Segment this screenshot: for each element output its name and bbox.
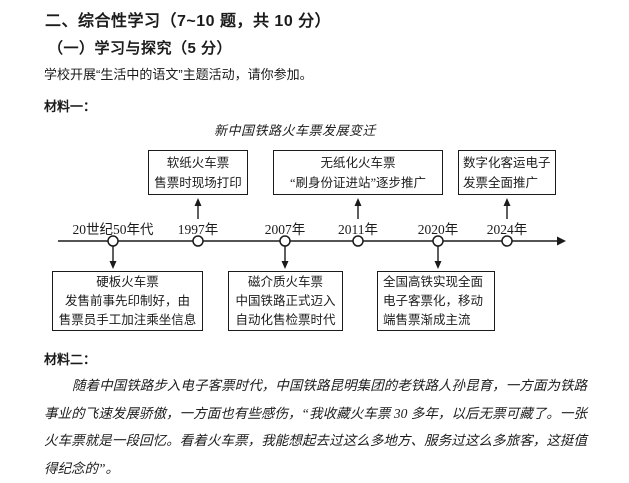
event-box-line: 自动化售检票时代 [235,312,336,327]
timeline-node-circle [432,235,444,247]
down-arrow-1950s-icon [109,246,117,269]
event-box-line: 全国高铁实现全面 [383,274,484,289]
down-arrow-2007-icon [281,246,289,269]
material-2-label: 材料二： [44,352,97,367]
year-label-2007: 2007年 [264,222,306,237]
material-1-label: 材料一： [44,99,97,114]
event-box-line: “刷身份证进站”逐步推广 [289,175,427,190]
event-box-line: 硬板火车票 [96,274,159,289]
timeline-node-circle [501,235,513,247]
timeline-axis-arrowhead-icon [557,236,566,246]
section-title: 二、综合性学习（7~10 题，共 10 分） [45,13,332,30]
timeline-node-circle [192,235,204,247]
year-label-1997: 1997年 [177,222,219,237]
timeline-graphic [58,198,566,269]
timeline-node-circle [352,235,364,247]
timeline-node-circle [107,235,119,247]
intro-text: 学校开展“生活中的语文”主题活动，请你参加。 [44,67,313,82]
event-box-line: 软纸火车票 [166,155,230,170]
down-arrow-2020-icon [434,246,442,269]
event-box-line: 端售票渐成主流 [383,312,471,327]
event-box-line: 无纸化火车票 [320,155,396,170]
event-box-hard-board-ticket: 硬板火车票 发售前事先印制好，由 售票员手工加注乘坐信息 [52,271,203,331]
up-arrow-2011-icon [354,198,362,219]
event-box-line: 售票时现场打印 [154,175,242,190]
timeline-diagram: 新中国铁路火车票发展变迁 [0,118,629,348]
year-label-1950s: 20世纪50年代 [72,222,154,237]
event-box-national-e-ticket: 全国高铁实现全面 电子客票化，移动 端售票渐成主流 [377,271,495,331]
event-box-line: 售票员手工加注乘坐信息 [58,312,197,327]
event-box-line: 磁介质火车票 [247,274,323,289]
event-box-line: 发售前事先印制好，由 [64,293,190,308]
year-label-2020: 2020年 [417,222,459,237]
event-box-soft-paper-ticket: 软纸火车票 售票时现场打印 [148,150,248,195]
event-box-digital-invoice: 数字化客运电子 发票全面推广 [458,150,556,195]
up-arrow-2024-icon [503,198,511,219]
timeline-node-circle [279,235,291,247]
year-label-2011: 2011年 [338,222,378,237]
diagram-title: 新中国铁路火车票发展变迁 [213,123,376,138]
event-box-line: 发票全面推广 [463,175,539,190]
material-2-paragraph: 随着中国铁路步入电子客票时代，中国铁路昆明集团的老铁路人孙昆育，一方面为铁路事业… [44,378,587,476]
year-label-2024: 2024年 [486,222,528,237]
event-box-paperless-ticket: 无纸化火车票 “刷身份证进站”逐步推广 [273,150,443,195]
event-box-magnetic-ticket: 磁介质火车票 中国铁路正式迈入 自动化售检票时代 [228,271,343,331]
subsection-title: （一）学习与探究（5 分） [48,40,233,57]
event-box-line: 中国铁路正式迈入 [235,293,336,308]
event-box-line: 数字化客运电子 [463,155,551,170]
up-arrow-1997-icon [194,198,202,219]
event-box-line: 电子客票化，移动 [383,293,484,308]
